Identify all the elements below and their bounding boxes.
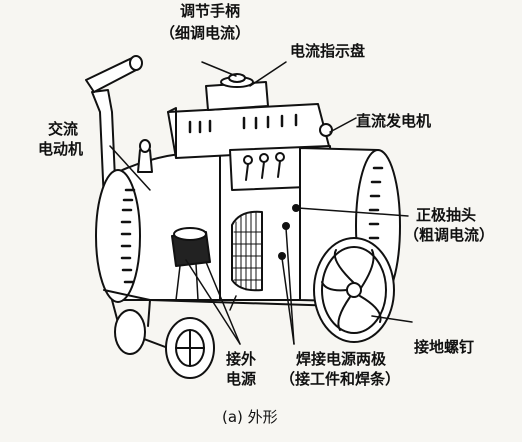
label-positive-tap: 正极抽头 [416, 206, 477, 224]
front-wheel-left [114, 309, 146, 355]
label-positive-tap-note: （粗调电流） [404, 226, 495, 244]
label-dc-generator: 直流发电机 [356, 112, 432, 130]
rear-wheel [313, 237, 395, 343]
outlet-box [171, 227, 211, 267]
label-ac-motor-2: 电动机 [38, 140, 84, 158]
label-adjust-handle: 调节手柄 [180, 2, 241, 20]
top-control-box [167, 73, 331, 159]
label-current-dial: 电流指示盘 [290, 42, 366, 60]
front-wheel-right [165, 317, 215, 379]
label-ext-power-1: 接外 [226, 350, 257, 368]
label-ground-screw: 接地螺钉 [414, 338, 475, 356]
figure-caption: (a) 外形 [222, 408, 278, 426]
label-weld-terminals-note: （接工件和焊条） [280, 370, 401, 388]
welding-terminals [175, 263, 237, 311]
leader-lines [109, 61, 413, 345]
label-adjust-handle-note: （细调电流） [160, 24, 251, 42]
label-weld-terminals: 焊接电源两极 [296, 350, 387, 368]
label-ac-motor-1: 交流 [48, 120, 79, 138]
label-ext-power-2: 电源 [226, 370, 257, 388]
